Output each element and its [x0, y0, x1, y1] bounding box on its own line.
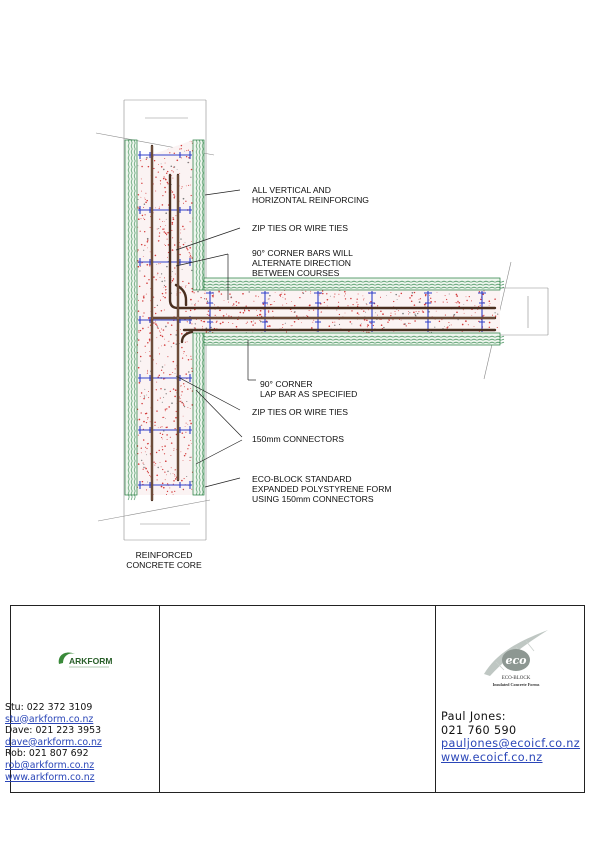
annotation-line: HORIZONTAL REINFORCING [252, 195, 369, 205]
contact-name: Stu: [5, 702, 24, 713]
eco-block-name: ECO-BLOCK [502, 676, 531, 681]
arkform-logo-text: ARKFORM [69, 656, 112, 666]
eco-emblem [502, 649, 530, 671]
title-block-left-cell [11, 606, 160, 792]
caption-concrete-core: REINFORCED CONCRETE CORE [104, 550, 224, 570]
annotation-line: 150mm CONNECTORS [252, 434, 345, 444]
eco-block-tagline: Insulated Concrete Forms [493, 682, 540, 687]
email-link-paul[interactable]: pauljones@ecoicf.co.nz [441, 737, 581, 751]
email-link-rob[interactable]: rob@arkform.co.nz [5, 759, 95, 771]
annotation-line: ECO-BLOCK STANDARD [252, 474, 352, 484]
annotation-vertical-horizontal: ALL VERTICAL AND HORIZONTAL REINFORCING [252, 185, 369, 205]
annotation-line: ALL VERTICAL AND [252, 185, 331, 195]
eco-block-logo: eco ECO-BLOCK Insulated Concrete Forms [484, 630, 548, 687]
contact-dave: Dave: 021 223 3953 [5, 725, 102, 737]
annotation-zip-ties-bottom: ZIP TIES OR WIRE TIES [252, 407, 348, 417]
contact-phone: 021 223 3953 [35, 725, 102, 737]
annotation-zip-ties-top: ZIP TIES OR WIRE TIES [252, 223, 348, 233]
caption-line: CONCRETE CORE [126, 560, 202, 570]
email-link-stu[interactable]: stu@arkform.co.nz [5, 713, 94, 725]
contact-name: Paul Jones: [441, 710, 506, 723]
contact-phone: 021 760 590 [441, 723, 517, 737]
annotation-corner-bars: 90° CORNER BARS WILL ALTERNATE DIRECTION… [252, 248, 353, 278]
contact-stu: Stu: 022 372 3109 [5, 702, 102, 714]
annotation-line: ALTERNATE DIRECTION [252, 258, 351, 268]
email-link-dave[interactable]: dave@arkform.co.nz [5, 736, 102, 748]
website-link-ecoicf[interactable]: www.ecoicf.co.nz [441, 750, 543, 764]
annotation-connectors: 150mm CONNECTORS [252, 434, 344, 444]
contact-name: Dave: [5, 725, 33, 737]
title-block: ARKFORM Stu: 022 372 3109 stu@arkform.co… [5, 605, 585, 793]
annotation-line: USING 150mm CONNECTORS [252, 494, 374, 504]
contact-name: Rob: [5, 748, 26, 760]
title-block-middle-cell [159, 606, 436, 792]
contacts-left: Stu: 022 372 3109 stu@arkform.co.nz Dave… [5, 702, 102, 783]
arkform-logo-swoosh [58, 652, 75, 664]
eco-emblem-text: eco [505, 654, 526, 667]
annotation-line: LAP BAR AS SPECIFIED [260, 389, 358, 399]
contact-rob: Rob: 021 807 692 [5, 748, 102, 760]
annotation-eco-block-form: ECO-BLOCK STANDARD EXPANDED POLYSTYRENE … [252, 474, 392, 504]
annotation-line: 90° CORNER BARS WILL [252, 248, 353, 258]
caption-line: REINFORCED [135, 550, 193, 560]
contact-phone: 021 807 692 [28, 748, 89, 760]
t-wall-section-drawing [95, 99, 549, 541]
fern-icon [484, 630, 548, 676]
annotation-corner-lap: 90° CORNER LAP BAR AS SPECIFIED [260, 379, 357, 399]
annotation-line: EXPANDED POLYSTYRENE FORM [252, 484, 392, 494]
website-link-arkform[interactable]: www.arkform.co.nz [5, 771, 95, 783]
leader-lines [175, 189, 256, 488]
annotation-line: ZIP TIES OR WIRE TIES [252, 407, 348, 417]
arkform-logo: ARKFORM [58, 652, 112, 668]
contact-phone: 022 372 3109 [26, 702, 93, 713]
contact-right: Paul Jones: 021 760 590 pauljones@ecoicf… [441, 710, 580, 764]
annotation-line: 90° CORNER [260, 379, 313, 389]
foam-hatching [127, 139, 505, 501]
annotation-line: ZIP TIES OR WIRE TIES [252, 223, 348, 233]
annotation-line: BETWEEN COURSES [252, 268, 340, 278]
